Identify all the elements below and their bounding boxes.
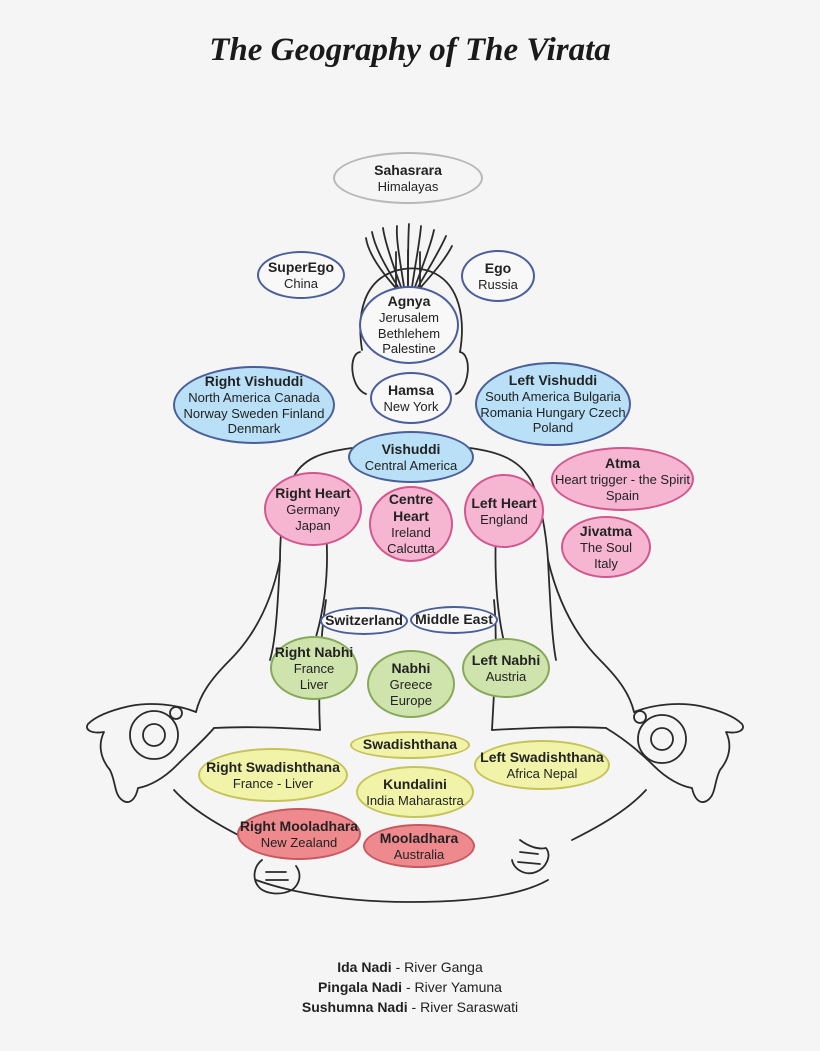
oval-name: Sahasrara	[374, 161, 442, 178]
oval-places: The Soul Italy	[579, 539, 633, 571]
nadi-legend: Ida Nadi - River Ganga Pingala Nadi - Ri…	[0, 957, 820, 1017]
oval-name: Vishuddi	[381, 440, 441, 457]
legend-row-sushumna: Sushumna Nadi - River Saraswati	[0, 997, 820, 1017]
legend-nadi: Pingala Nadi	[318, 979, 403, 995]
torso-right	[469, 447, 557, 661]
oval-places: England	[480, 511, 528, 527]
oval-places: Central America	[364, 457, 458, 473]
oval-places: New Zealand	[260, 834, 338, 850]
head-outline	[359, 267, 463, 353]
oval-places: Ireland Calcutta	[387, 525, 435, 557]
oval-name: Centre Heart	[388, 491, 434, 525]
oval-places: Russia	[478, 276, 518, 292]
oval-name: Middle East	[415, 611, 493, 628]
legend-river: - River Yamuna	[402, 979, 502, 995]
oval-places: Heart trigger - the Spirit Spain	[554, 471, 691, 503]
oval-name: Nabhi	[391, 659, 431, 676]
legend-row-ida: Ida Nadi - River Ganga	[0, 957, 820, 977]
oval-places: Jerusalem Bethlehem Palestine	[377, 309, 441, 357]
right-hand-mudra-inner	[650, 727, 674, 751]
oval-name: Swadishthana	[362, 736, 458, 753]
oval-name: Switzerland	[325, 612, 403, 629]
oval-name: Right Vishuddi	[204, 372, 304, 389]
hair-tuft	[365, 223, 453, 288]
oval-places: North America Canada Norway Sweden Finla…	[183, 389, 325, 437]
oval-name: SuperEgo	[267, 258, 335, 275]
oval-places: Germany Japan	[286, 501, 340, 533]
oval-places: South America Bulgaria Romania Hungary C…	[480, 388, 626, 436]
oval-name: Right Mooladhara	[239, 817, 359, 834]
oval-name: Left Heart	[471, 494, 537, 511]
left-foot	[253, 859, 301, 895]
right-arm	[547, 559, 635, 713]
left-ear	[351, 351, 367, 395]
oval-places: Africa Nepal	[506, 765, 578, 781]
oval-name: Left Vishuddi	[508, 371, 598, 388]
oval-switzerland: Switzerland	[320, 607, 408, 635]
left-arm	[195, 559, 281, 713]
oval-name: Hamsa	[388, 381, 434, 398]
oval-places: Austria	[485, 668, 527, 684]
legend-row-pingala: Pingala Nadi - River Yamuna	[0, 977, 820, 997]
oval-name: Agnya	[387, 292, 431, 309]
oval-name: Left Swadishthana	[480, 748, 604, 765]
oval-name: Jivatma	[579, 522, 633, 539]
oval-name: Mooladhara	[379, 829, 459, 846]
oval-name: Ego	[484, 259, 512, 276]
oval-places: France Liver	[293, 660, 335, 692]
oval-name: Right Heart	[275, 484, 351, 501]
oval-places: Greece Europe	[389, 676, 433, 708]
oval-places: China	[284, 275, 318, 291]
left-hand	[86, 703, 215, 803]
diagram-title: The Geography of The Virata	[209, 32, 611, 68]
legend-nadi: Sushumna Nadi	[301, 999, 408, 1015]
right-foot	[511, 839, 550, 875]
right-leg-upper	[571, 789, 647, 841]
legend-river: - River Saraswati	[407, 999, 519, 1015]
oval-name: Right Nabhi	[274, 643, 354, 660]
oval-name: Right Swadishthana	[206, 758, 340, 775]
right-hand-mudra-outer	[637, 714, 687, 764]
oval-places: Australia	[393, 846, 445, 862]
oval-places: India Maharastra	[366, 792, 464, 808]
oval-swadishthana: Swadishthana	[350, 731, 470, 759]
oval-middle-east: Middle East	[410, 606, 498, 634]
legs-lower	[255, 879, 549, 903]
oval-places: New York	[383, 398, 439, 414]
oval-places: Himalayas	[377, 178, 439, 194]
left-hand-mudra-inner	[142, 723, 166, 747]
right-ear	[455, 351, 469, 395]
legend-river: - River Ganga	[391, 959, 483, 975]
right-hand	[605, 703, 744, 803]
oval-name: Left Nabhi	[471, 651, 541, 668]
legend-nadi: Ida Nadi	[337, 959, 392, 975]
oval-name: Kundalini	[383, 775, 447, 792]
left-hand-mudra-outer	[129, 710, 179, 760]
oval-name: Atma	[604, 454, 640, 471]
oval-places: France - Liver	[232, 775, 314, 791]
